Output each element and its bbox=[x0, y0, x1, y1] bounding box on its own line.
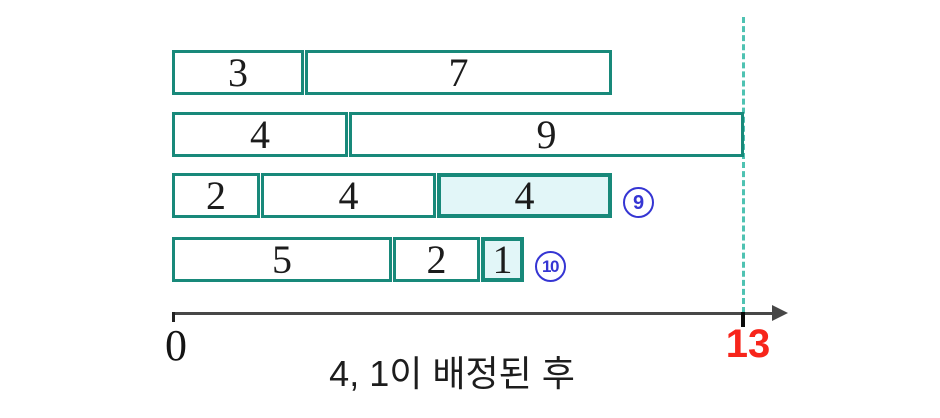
axis-arrowhead-icon bbox=[772, 305, 788, 321]
assignment-step-badge: 10 bbox=[535, 251, 566, 282]
job-segment-highlighted: 1 bbox=[481, 237, 524, 282]
time-axis-line bbox=[172, 312, 774, 315]
job-segment: 5 bbox=[172, 237, 392, 282]
job-segment: 4 bbox=[172, 112, 348, 157]
job-segment-highlighted: 4 bbox=[437, 173, 612, 218]
job-segment: 4 bbox=[261, 173, 436, 218]
job-segment: 9 bbox=[349, 112, 744, 157]
diagram-caption: 4, 1이 배정된 후 bbox=[329, 353, 575, 394]
job-segment: 7 bbox=[305, 50, 612, 95]
deadline-dashed-line bbox=[742, 17, 745, 313]
assignment-step-badge: 9 bbox=[623, 187, 654, 218]
axis-tick-deadline bbox=[741, 312, 745, 327]
axis-label-zero: 0 bbox=[165, 321, 187, 370]
job-segment: 2 bbox=[393, 237, 480, 282]
axis-tick-zero bbox=[172, 312, 175, 322]
job-segment: 2 bbox=[172, 173, 260, 218]
axis-label-deadline: 13 bbox=[725, 322, 771, 366]
job-segment: 3 bbox=[172, 50, 304, 95]
